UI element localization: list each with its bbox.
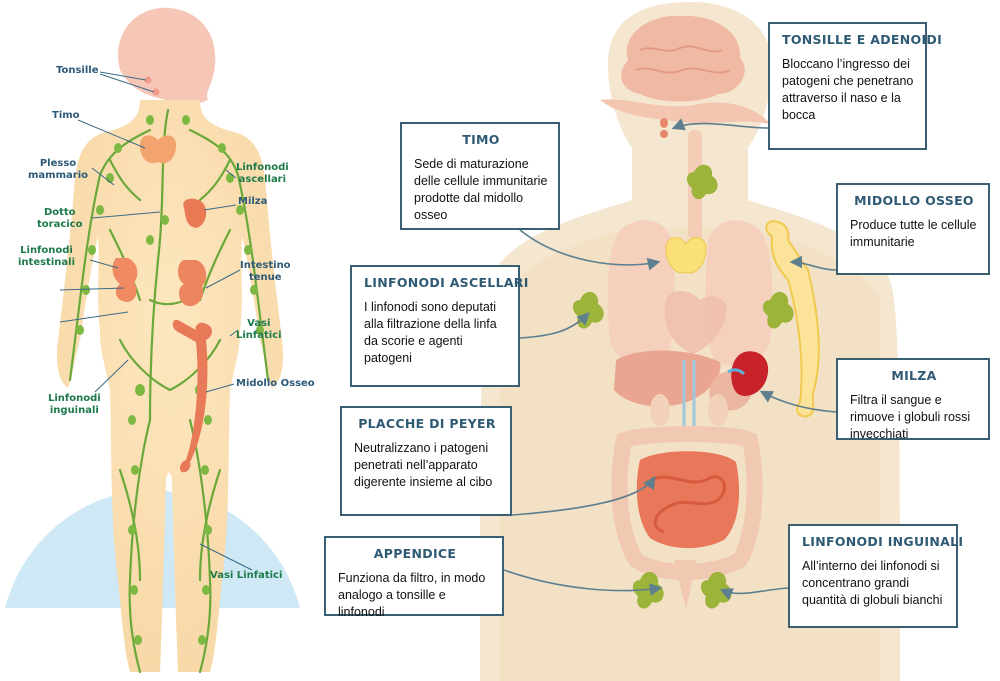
callout-title: APPENDICE xyxy=(373,546,457,561)
left-head xyxy=(118,7,216,105)
label-timo: Timo xyxy=(52,110,80,121)
left-leader-lines xyxy=(59,71,253,571)
right-heart xyxy=(664,291,727,354)
callout-title: TONSILLE E ADENOIDI xyxy=(782,32,943,47)
right-spleen xyxy=(731,351,769,396)
callout-box-appendice: APPENDICE Funziona da filtro, in modo an… xyxy=(324,536,504,619)
callout-text: Produce tutte le cellule immunitarie xyxy=(850,218,977,249)
label-vasi-linfatici-2: Vasi Linfatici xyxy=(210,570,283,581)
right-small-intestine-folds xyxy=(651,475,726,534)
label-milza: Milza xyxy=(238,196,268,207)
callout-text: Filtra il sangue e rimuove i globuli ros… xyxy=(850,393,971,441)
callout-text: Sede di maturazione delle cellule immuni… xyxy=(414,157,548,222)
right-tonsils xyxy=(660,118,668,138)
callout-title: LINFONODI ASCELLARI xyxy=(364,275,529,290)
right-small-intestine xyxy=(636,451,740,549)
callout-title: PLACCHE DI PEYER xyxy=(358,416,496,431)
right-lymph-clusters xyxy=(572,164,794,609)
callout-title: MIDOLLO OSSEO xyxy=(854,193,974,208)
label-midollo-osseo: Midollo Osseo xyxy=(236,378,315,389)
callout-title: MILZA xyxy=(891,368,937,383)
label-tonsille: Tonsille xyxy=(56,65,99,76)
left-body-silhouette xyxy=(56,100,284,672)
callout-box-linfonodi-inguinali: LINFONODI INGUINALI All’interno dei linf… xyxy=(788,524,964,628)
right-large-intestine xyxy=(611,426,763,580)
callout-text: I linfonodi sono deputati alla filtrazio… xyxy=(364,300,497,365)
right-thymus xyxy=(665,237,707,274)
left-organs xyxy=(112,76,212,473)
callout-text: Bloccano l’ingresso dei patogeni che pen… xyxy=(782,57,914,122)
right-femur xyxy=(765,220,820,418)
right-brain xyxy=(600,15,770,124)
callout-box-milza: MILZA Filtra il sangue e rimuove i globu… xyxy=(836,358,990,441)
callout-box-tonsille-adenoidi: TONSILLE E ADENOIDI Bloccano l’ingresso … xyxy=(768,22,943,150)
callout-box-linfonodi-ascellari: LINFONODI ASCELLARI I linfonodi sono dep… xyxy=(350,265,529,387)
right-spleen-vessel xyxy=(727,368,746,376)
callout-arrows xyxy=(503,118,837,601)
callout-text: All’interno dei linfonodi si concentrano… xyxy=(802,559,943,607)
right-appendix xyxy=(674,560,696,610)
callout-box-placche-di-peyer: PLACCHE DI PEYER Neutralizzano i patogen… xyxy=(340,406,512,516)
callout-title: TIMO xyxy=(462,132,500,147)
callout-title: LINFONODI INGUINALI xyxy=(802,534,964,549)
callout-text: Neutralizzano i patogeni penetrati nell’… xyxy=(354,441,493,489)
right-lungs xyxy=(607,220,773,366)
callout-text: Funziona da filtro, in modo analogo a to… xyxy=(338,571,486,619)
callout-box-timo: TIMO Sede di maturazione delle cellule i… xyxy=(400,122,560,230)
callout-box-midollo-osseo: MIDOLLO OSSEO Produce tutte le cellule i… xyxy=(836,183,990,275)
right-kidneys xyxy=(650,394,728,426)
